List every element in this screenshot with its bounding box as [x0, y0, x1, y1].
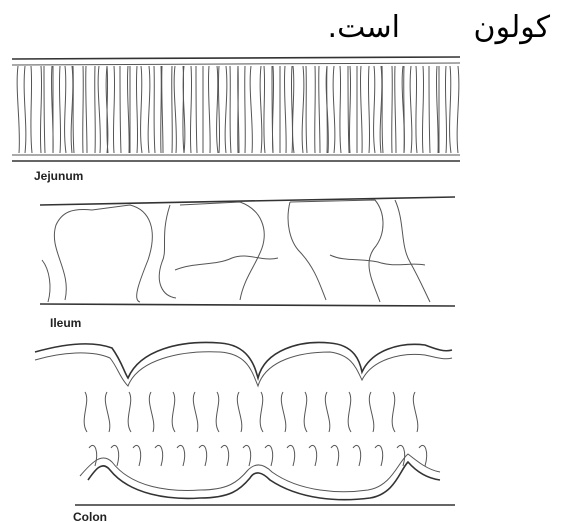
jejunum-fold — [250, 66, 262, 153]
jejunum-panel: Jejunum — [12, 57, 460, 183]
colon-fold — [128, 392, 131, 432]
colon-fold — [199, 445, 207, 466]
jejunum-fold — [416, 66, 424, 153]
ileum-fold — [159, 205, 176, 298]
colon-fold — [348, 392, 351, 432]
jejunum-fold — [374, 66, 382, 153]
jejunum-top-wall — [12, 57, 460, 59]
ileum-fold — [395, 200, 430, 302]
ileum-fold — [42, 260, 50, 302]
label-colon: Colon — [73, 510, 107, 522]
colon-fold — [265, 445, 273, 466]
jejunum-fold — [217, 66, 227, 153]
colon-fold — [309, 445, 317, 466]
colon-fold — [193, 392, 198, 432]
colon-fold — [413, 392, 418, 432]
colon-fold — [243, 445, 251, 466]
colon-fold — [105, 392, 110, 432]
colon-fold — [149, 392, 154, 432]
ileum-fold — [180, 202, 264, 300]
jejunum-fold — [141, 66, 150, 153]
colon-fold — [392, 392, 395, 432]
label-ileum: Ileum — [50, 316, 81, 330]
colon-top-haustra-inner — [35, 352, 452, 386]
ileum-fold — [288, 202, 326, 300]
colon-fold — [375, 445, 383, 466]
colon-fold — [369, 392, 374, 432]
colon-fold — [260, 392, 263, 432]
jejunum-fold — [436, 66, 446, 153]
colon-fold — [304, 392, 307, 432]
colon-fold — [331, 445, 339, 466]
jejunum-fold — [86, 66, 96, 153]
jejunum-fold — [127, 66, 137, 153]
jejunum-fold — [293, 66, 304, 153]
jejunum-fold — [17, 66, 26, 153]
jejunum-fold — [65, 66, 73, 153]
jejunum-fold — [196, 66, 203, 153]
colon-fold — [353, 445, 361, 466]
ileum-bottom-wall — [40, 304, 455, 306]
colon-fold — [84, 392, 87, 432]
jejunum-fold — [238, 66, 246, 153]
jejunum-fold — [360, 66, 369, 153]
jejunum-fold — [162, 66, 173, 153]
jejunum-fold — [154, 66, 161, 153]
colon-fold — [155, 445, 163, 466]
jejunum-fold — [98, 66, 108, 153]
label-jejunum: Jejunum — [34, 169, 83, 183]
jejunum-fold — [284, 66, 292, 153]
colon-panel: Colon — [35, 342, 455, 522]
jejunum-plicae-folds — [17, 66, 459, 153]
jejunum-fold — [31, 66, 42, 153]
jejunum-fold — [382, 66, 392, 153]
ileum-fold — [54, 205, 152, 302]
jejunum-top-wall-inner — [12, 63, 460, 65]
colon-fold — [216, 392, 219, 432]
jejunum-fold — [73, 66, 83, 153]
colon-mucosal-folds — [84, 392, 426, 466]
ileum-panel: Ileum — [40, 197, 455, 330]
ileum-fold — [175, 256, 278, 270]
colon-fold — [172, 392, 175, 432]
ileum-fold — [290, 200, 383, 302]
jejunum-fold — [450, 66, 459, 153]
colon-fold — [281, 392, 286, 432]
colon-fold — [221, 445, 229, 466]
jejunum-fold — [230, 66, 238, 153]
colon-fold — [325, 392, 330, 432]
colon-fold — [287, 445, 295, 466]
colon-fold — [177, 445, 185, 466]
colon-fold — [133, 445, 141, 466]
jejunum-fold — [306, 66, 315, 153]
colon-fold — [237, 392, 242, 432]
ileum-top-wall — [40, 197, 455, 205]
